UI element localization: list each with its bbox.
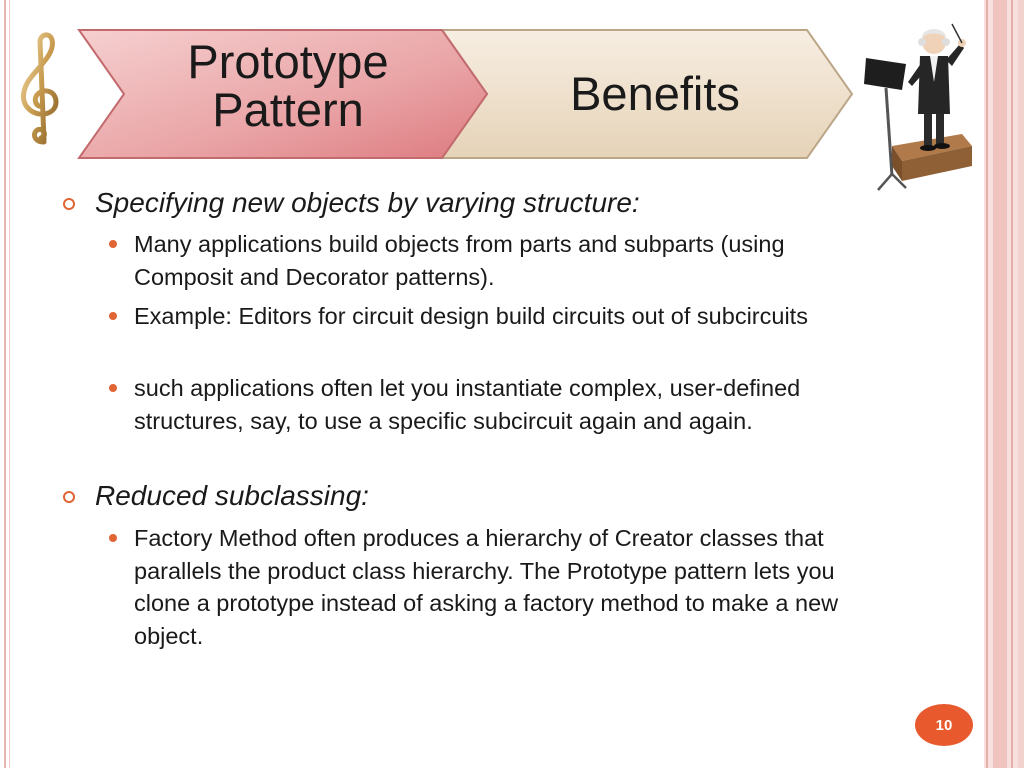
list-item: such applications often let you instanti… — [134, 375, 801, 434]
section-heading: Specifying new objects by varying struct… — [95, 187, 640, 218]
item-bullet — [109, 534, 117, 542]
list-item: Factory Method often produces a hierarch… — [134, 525, 839, 649]
right-border-edge — [1018, 0, 1024, 768]
section-bullet — [63, 198, 75, 210]
chevron-1-title: Prototype Pattern — [150, 38, 426, 134]
chevron-1-title-line-2: Pattern — [212, 83, 364, 136]
list-item: Many applications build objects from par… — [134, 231, 785, 290]
right-border-line — [1011, 0, 1013, 768]
chevron-prototype-pattern — [77, 29, 489, 159]
treble-clef-icon — [21, 32, 59, 145]
left-border-line-thin — [9, 0, 10, 768]
page-number-badge: 10 — [915, 704, 973, 746]
header-chevrons — [77, 29, 854, 159]
section-heading: Reduced subclassing: — [95, 480, 369, 511]
item-bullet — [109, 384, 117, 392]
item-bullet — [109, 240, 117, 248]
chevron-2-title: Benefits — [570, 67, 740, 120]
list-item: Example: Editors for circuit design buil… — [134, 303, 808, 329]
item-bullet — [109, 312, 117, 320]
left-border-line — [4, 0, 6, 768]
right-border-stripe — [993, 0, 1007, 768]
right-border-line — [986, 0, 988, 768]
chevron-1-title-line-1: Prototype — [187, 35, 389, 88]
conductor-figure-icon — [864, 23, 972, 191]
section-bullet — [63, 491, 75, 503]
